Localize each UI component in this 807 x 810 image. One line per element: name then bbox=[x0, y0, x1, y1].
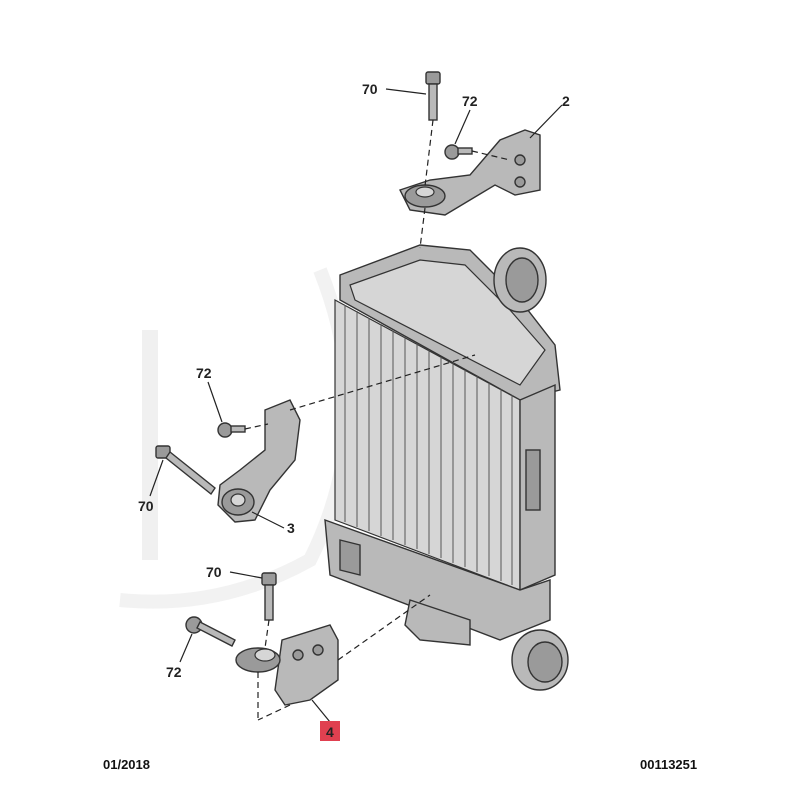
callout-bolt-top: 70 bbox=[362, 81, 378, 97]
callout-bolt-left: 70 bbox=[138, 498, 154, 514]
footer-date: 01/2018 bbox=[103, 757, 150, 772]
callout-bracket-left: 3 bbox=[287, 520, 295, 536]
bracket-top bbox=[399, 129, 541, 216]
callout-bolt-bottom: 70 bbox=[206, 564, 222, 580]
callout-screw-bottom: 72 bbox=[166, 664, 182, 680]
callout-bracket-top: 2 bbox=[562, 93, 570, 109]
footer-reference: 00113251 bbox=[640, 757, 698, 772]
bracket-bottom bbox=[235, 624, 339, 706]
bracket-left bbox=[217, 399, 301, 523]
callout-screw-top: 72 bbox=[462, 93, 478, 109]
core-fins bbox=[344, 305, 513, 585]
screw-left bbox=[217, 422, 246, 438]
bolt-left bbox=[155, 445, 216, 496]
screw-bottom bbox=[185, 616, 236, 647]
callout-screw-left: 72 bbox=[196, 365, 212, 381]
callout-bracket-bottom: 4 bbox=[326, 724, 334, 740]
screw-top bbox=[444, 144, 473, 160]
callout-highlight-box bbox=[320, 721, 340, 741]
intercooler bbox=[324, 244, 569, 691]
bolt-bottom bbox=[261, 572, 277, 621]
bolt-top bbox=[425, 71, 441, 121]
